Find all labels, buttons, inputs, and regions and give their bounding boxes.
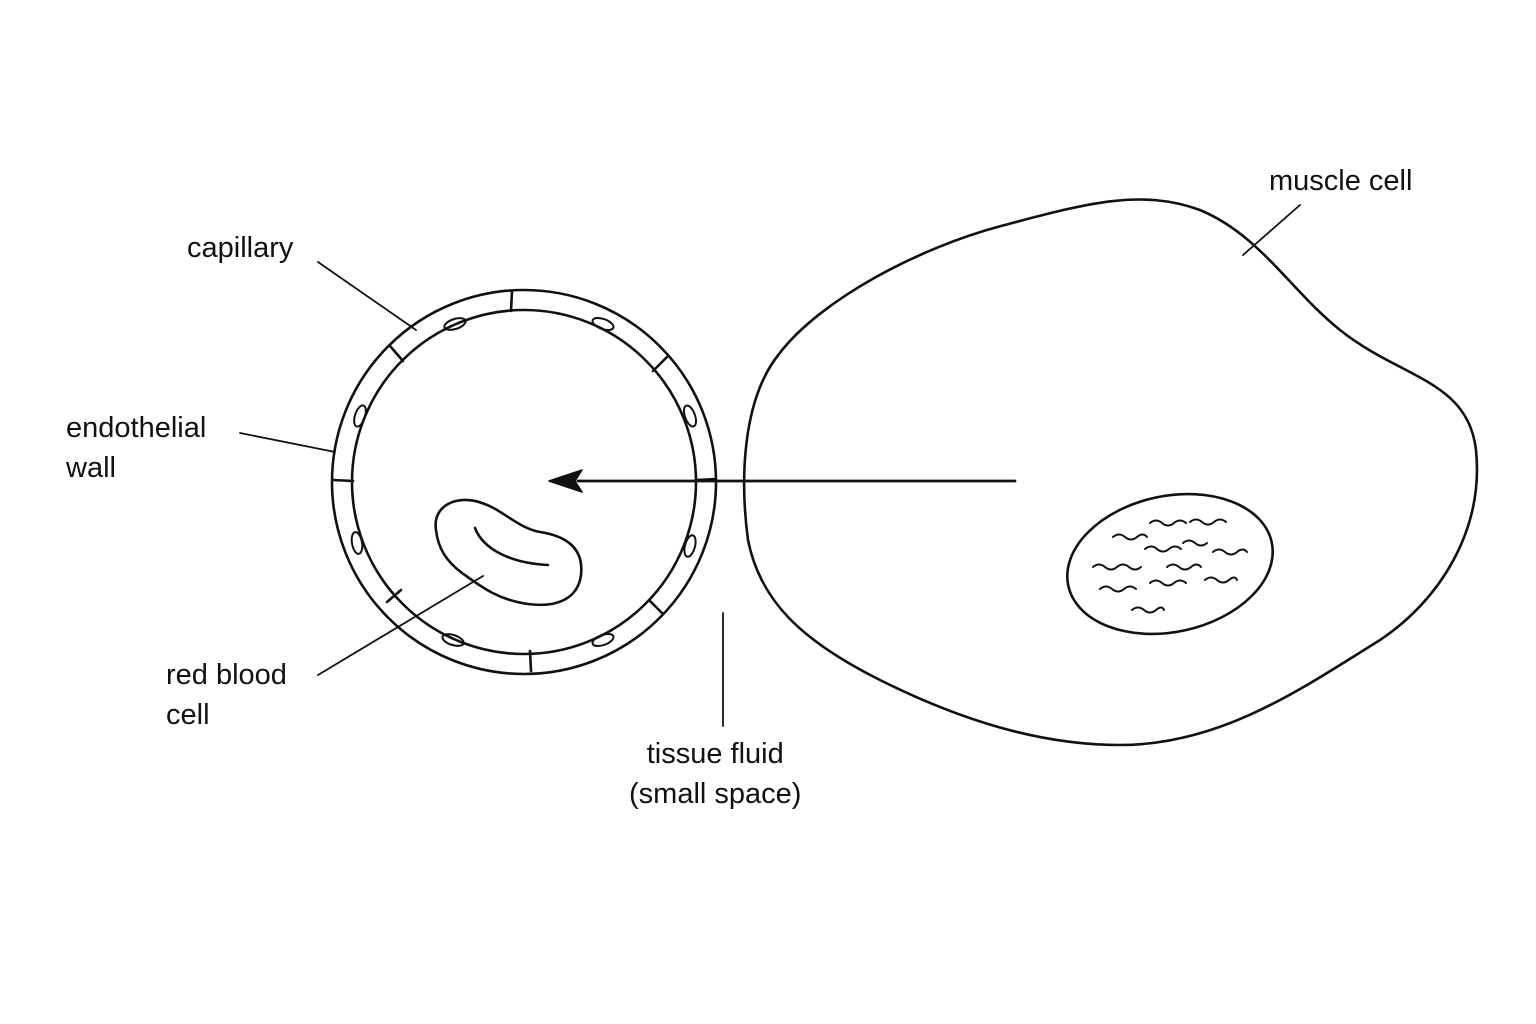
endothelial-wall-label-line1: endothelial [66,412,207,444]
leader-endothelial-wall [239,432,336,453]
leader-capillary [317,261,417,331]
chromatin-strands [1092,518,1248,614]
red-blood-cell [434,498,583,607]
muscle-cell-label-text: muscle cell [1269,165,1413,197]
leader-lines [239,204,1301,727]
tissue-fluid-label-line1: tissue fluid [646,738,784,770]
tissue-fluid-label: tissue fluid (small space) [629,734,801,814]
diffusion-arrowhead [548,469,583,493]
red-blood-cell-label-line1: red blood [166,659,287,691]
endothelial-nuclei [350,316,698,648]
red-blood-cell-label-line2: cell [166,699,210,731]
muscle-nucleus [1065,492,1275,636]
leader-red-blood-cell [317,575,484,676]
muscle-cell-label: muscle cell [1269,161,1412,201]
red-blood-cell-label: red blood cell [166,655,287,735]
tissue-fluid-label-line2: (small space) [629,778,802,810]
muscle-cell [742,198,1479,747]
leader-muscle-cell [1242,204,1301,256]
endothelial-wall-label-line2: wall [66,452,116,484]
red-blood-cell-fold [473,526,550,567]
capillary-label: capillary [187,228,293,268]
endothelial-wall-label: endothelial wall [66,408,206,488]
capillary-label-text: capillary [187,232,294,264]
